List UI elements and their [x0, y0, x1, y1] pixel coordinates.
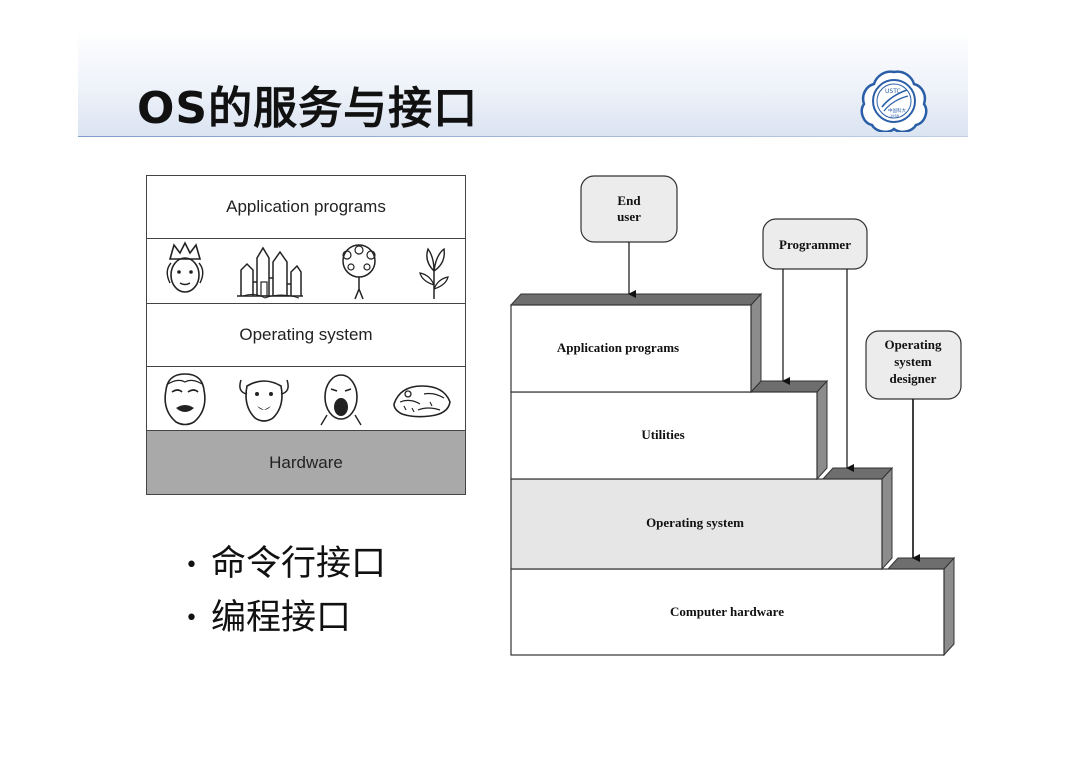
- layer-operating-system: Operating system: [147, 304, 465, 367]
- layer-label: Computer hardware: [670, 604, 784, 619]
- interface-bullet-list: •命令行接口 •编程接口: [185, 538, 386, 645]
- user-layer-staircase-diagram: Computer hardware Operating system Utili…: [509, 175, 962, 657]
- layer-computer-hardware: Computer hardware: [510, 556, 956, 657]
- layer-application-programs: Application programs: [147, 176, 465, 239]
- layer-label: Application programs: [557, 340, 679, 355]
- actor-end-user: End user: [580, 175, 678, 298]
- ustc-logo: USTC 中国科大 1958: [860, 70, 928, 132]
- title-band: [78, 30, 968, 137]
- layer-hardware: Hardware: [147, 431, 465, 494]
- actor-label-line2: system: [894, 354, 932, 369]
- layer-label: Utilities: [641, 427, 684, 442]
- layer-label: Operating system: [239, 325, 373, 344]
- layer-utilities: Utilities: [510, 379, 829, 481]
- bullet-dot-icon: •: [185, 606, 198, 631]
- flower-icon: [418, 247, 449, 299]
- layer-users-pictures: [147, 239, 465, 304]
- logo-subtext: 中国科大: [888, 107, 906, 114]
- actor-label-line3: designer: [890, 371, 937, 386]
- layer-label: Operating system: [646, 515, 744, 530]
- bullet-item: •命令行接口: [185, 538, 386, 592]
- actor-operating-system-designer: Operating system designer: [865, 330, 962, 562]
- layer-application-programs: Application programs: [509, 292, 763, 394]
- layer-operating-system: Operating system: [510, 466, 894, 571]
- screaming-face-icon: [320, 373, 362, 425]
- layer-label: Application programs: [226, 197, 386, 216]
- layer-drivers-pictures: [147, 367, 465, 431]
- bullet-dot-icon: •: [185, 552, 198, 578]
- actor-programmer: Programmer: [762, 218, 868, 472]
- logo-year: 1958: [890, 114, 899, 118]
- peacock-icon: [342, 244, 376, 300]
- logo-text: USTC: [885, 88, 901, 95]
- actor-label: Programmer: [779, 237, 851, 252]
- layer-label: Hardware: [269, 452, 343, 472]
- slide-title: OS的服务与接口: [137, 83, 479, 134]
- layer-stack-illustration: Application programs: [146, 175, 466, 495]
- actor-label-line1: Operating: [884, 337, 942, 352]
- castle-icon: [236, 246, 303, 299]
- actor-label-line2: user: [617, 209, 641, 224]
- bullet-item: •编程接口: [185, 592, 386, 646]
- actor-label-line1: End: [617, 193, 641, 208]
- queen-face-icon: [166, 241, 204, 293]
- toad-icon: [392, 384, 451, 417]
- grimace-face-icon: [164, 372, 206, 425]
- dog-face-icon: [238, 379, 289, 422]
